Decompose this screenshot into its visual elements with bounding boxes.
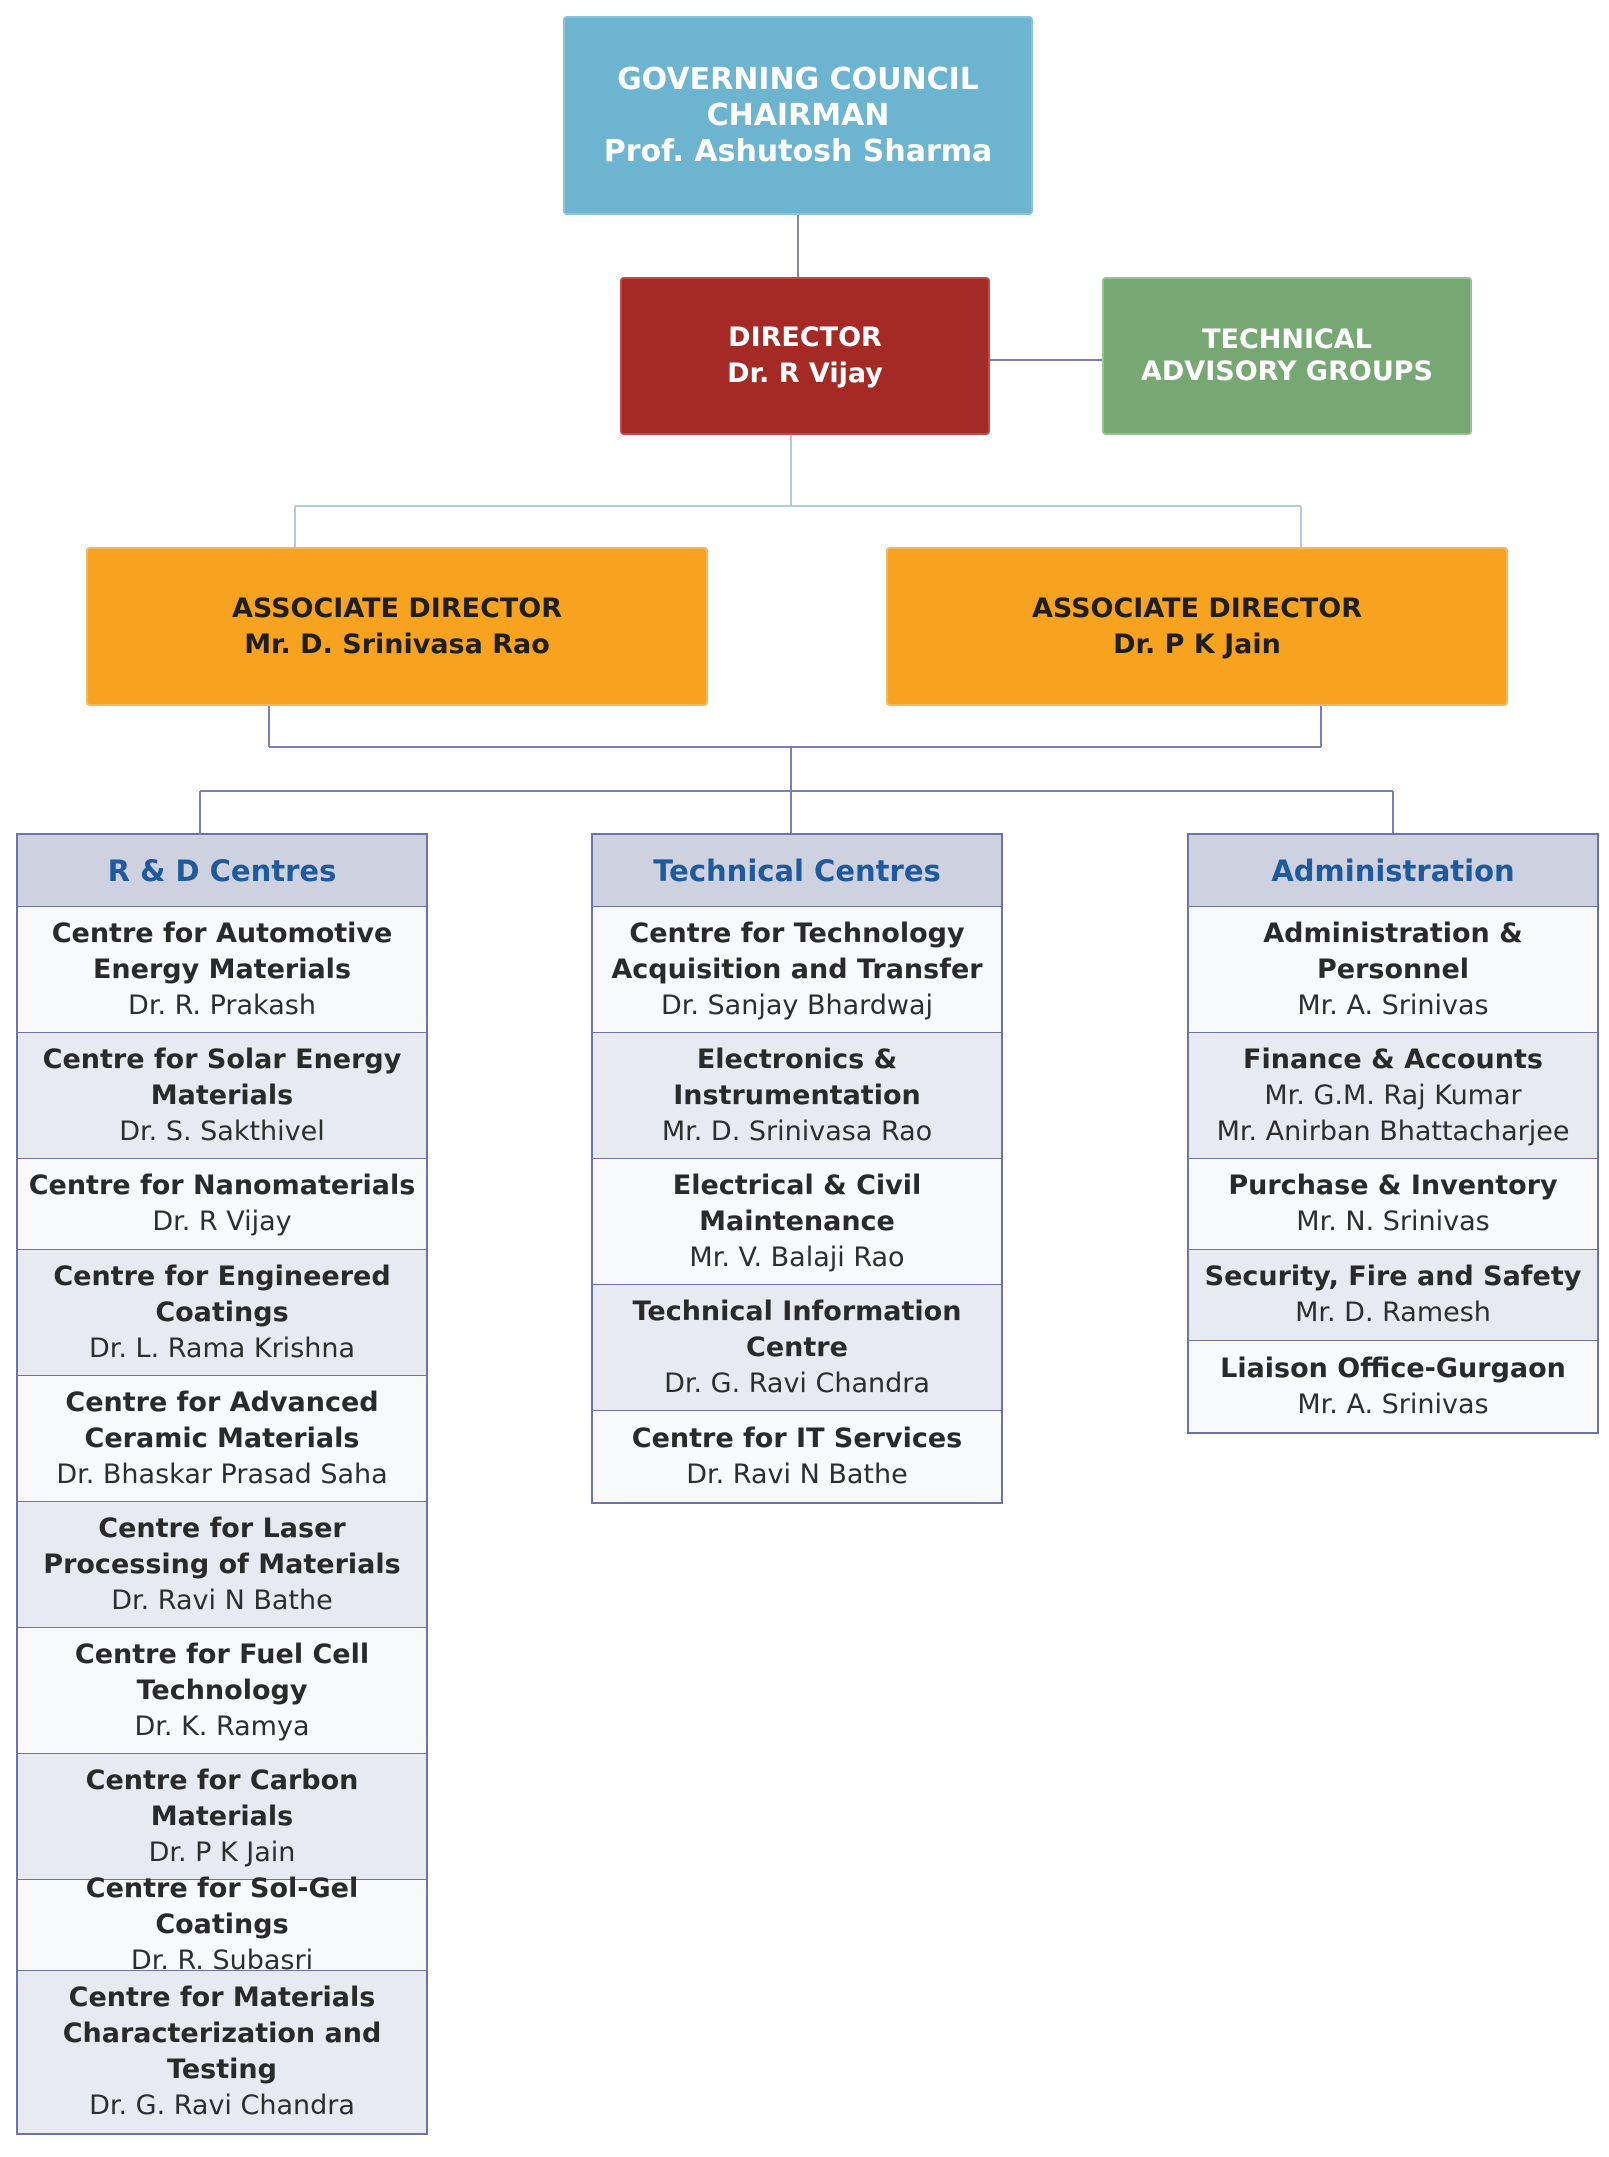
unit-head: Dr. R Vijay <box>152 1206 292 1237</box>
unit-head: Dr. L. Rama Krishna <box>88 1332 356 1364</box>
unit-title: Liaison Office-Gurgaon <box>1220 1352 1566 1384</box>
unit-head: Mr. D. Ramesh <box>1295 1297 1491 1328</box>
associate-director-name: Mr. D. Srinivasa Rao <box>244 628 550 660</box>
administration-column: Administration Administration & Personne… <box>1187 833 1599 1434</box>
list-item: Liaison Office-Gurgaon Mr. A. Srinivas <box>1189 1341 1597 1432</box>
director-box: DIRECTOR Dr. R Vijay <box>620 277 990 435</box>
unit-title: Administration & Personnel <box>1263 917 1523 985</box>
technical-centres-heading: Technical Centres <box>593 835 1001 907</box>
list-item: Centre for Advanced Ceramic Materials Dr… <box>18 1376 426 1502</box>
unit-title: Security, Fire and Safety <box>1204 1261 1582 1292</box>
unit-title: Centre for Advanced Ceramic Materials <box>65 1386 379 1454</box>
unit-head: Dr. Bhaskar Prasad Saha <box>56 1458 388 1490</box>
unit-title: Centre for Carbon Materials <box>85 1764 359 1832</box>
unit-title: Centre for Fuel Cell Technology <box>74 1638 370 1706</box>
list-item: Centre for Automotive Energy Materials D… <box>18 907 426 1033</box>
associate-director-box: ASSOCIATE DIRECTOR Dr. P K Jain <box>886 547 1508 706</box>
list-item: Centre for Carbon Materials Dr. P K Jain <box>18 1754 426 1880</box>
unit-title: Centre for Solar Energy Materials <box>42 1043 402 1111</box>
associate-director-title: ASSOCIATE DIRECTOR <box>1031 592 1363 624</box>
unit-title: Centre for Technology Acquisition and Tr… <box>611 917 983 985</box>
unit-head: Dr. P K Jain <box>148 1836 296 1868</box>
rd-centres-column: R & D Centres Centre for Automotive Ener… <box>16 833 428 2135</box>
administration-heading: Administration <box>1189 835 1597 907</box>
unit-head: Mr. D. Srinivasa Rao <box>661 1115 933 1147</box>
technical-centres-column: Technical Centres Centre for Technology … <box>591 833 1003 1504</box>
list-item: Centre for Laser Processing of Materials… <box>18 1502 426 1628</box>
associate-director-name: Dr. P K Jain <box>1113 628 1281 660</box>
governing-council-line1: GOVERNING COUNCIL <box>617 61 979 97</box>
unit-title: Centre for Materials Characterization an… <box>62 1982 382 2085</box>
list-item: Centre for Engineered Coatings Dr. L. Ra… <box>18 1250 426 1376</box>
unit-head: Dr. G. Ravi Chandra <box>89 2090 355 2121</box>
unit-head: Mr. V. Balaji Rao <box>689 1241 905 1273</box>
unit-title: Finance & Accounts <box>1243 1043 1543 1075</box>
unit-title: Technical Information Centre <box>632 1295 962 1363</box>
director-name: Dr. R Vijay <box>727 358 883 389</box>
unit-head: Mr. N. Srinivas <box>1296 1206 1490 1237</box>
associate-director-title: ASSOCIATE DIRECTOR <box>231 592 563 624</box>
governing-council-chairman-name: Prof. Ashutosh Sharma <box>603 133 993 169</box>
technical-advisory-label: TECHNICAL ADVISORY GROUPS <box>1141 324 1433 387</box>
unit-title: Centre for Automotive Energy Materials <box>51 917 393 985</box>
list-item: Centre for Fuel Cell Technology Dr. K. R… <box>18 1628 426 1754</box>
unit-head: Dr. Ravi N Bathe <box>686 1458 908 1490</box>
unit-head: Dr. G. Ravi Chandra <box>664 1367 930 1399</box>
unit-head: Dr. S. Sakthivel <box>119 1115 325 1147</box>
list-item: Centre for Materials Characterization an… <box>18 1971 426 2133</box>
associate-director-box: ASSOCIATE DIRECTOR Mr. D. Srinivasa Rao <box>86 547 708 706</box>
list-item: Centre for Sol-Gel Coatings Dr. R. Subas… <box>18 1873 426 1976</box>
list-item: Administration & Personnel Mr. A. Sriniv… <box>1189 907 1597 1033</box>
unit-title: Centre for Laser Processing of Materials <box>43 1512 401 1580</box>
unit-head: Dr. R. Subasri <box>130 1945 314 1976</box>
list-item: Centre for Technology Acquisition and Tr… <box>593 907 1001 1033</box>
list-item: Finance & Accounts Mr. G.M. Raj Kumar Mr… <box>1189 1033 1597 1159</box>
unit-head: Mr. G.M. Raj Kumar <box>1264 1079 1522 1111</box>
list-item: Electrical & Civil Maintenance Mr. V. Ba… <box>593 1159 1001 1285</box>
unit-title: Electronics & Instrumentation <box>673 1043 921 1111</box>
unit-head: Mr. Anirban Bhattacharjee <box>1216 1115 1570 1147</box>
unit-title: Centre for Sol-Gel Coatings <box>85 1873 359 1940</box>
unit-head: Dr. K. Ramya <box>134 1710 310 1742</box>
list-item: Centre for IT Services Dr. Ravi N Bathe <box>593 1411 1001 1502</box>
unit-head: Mr. A. Srinivas <box>1297 1388 1489 1420</box>
list-item: Centre for Solar Energy Materials Dr. S.… <box>18 1033 426 1159</box>
rd-centres-heading: R & D Centres <box>18 835 426 907</box>
unit-title: Electrical & Civil Maintenance <box>672 1169 922 1237</box>
unit-title: Centre for Engineered Coatings <box>53 1260 391 1328</box>
governing-council-line2: CHAIRMAN <box>706 97 890 133</box>
list-item: Security, Fire and Safety Mr. D. Ramesh <box>1189 1250 1597 1341</box>
unit-title: Centre for Nanomaterials <box>28 1170 416 1201</box>
list-item: Technical Information Centre Dr. G. Ravi… <box>593 1285 1001 1411</box>
unit-title: Centre for IT Services <box>631 1422 963 1454</box>
list-item: Purchase & Inventory Mr. N. Srinivas <box>1189 1159 1597 1250</box>
director-title: DIRECTOR <box>728 322 882 353</box>
unit-title: Purchase & Inventory <box>1228 1170 1558 1201</box>
unit-head: Dr. Sanjay Bhardwaj <box>660 989 934 1021</box>
unit-head: Dr. Ravi N Bathe <box>111 1584 333 1616</box>
technical-advisory-groups-box: TECHNICAL ADVISORY GROUPS <box>1102 277 1472 435</box>
list-item: Electronics & Instrumentation Mr. D. Sri… <box>593 1033 1001 1159</box>
list-item: Centre for Nanomaterials Dr. R Vijay <box>18 1159 426 1250</box>
unit-head: Dr. R. Prakash <box>128 989 316 1021</box>
governing-council-box: GOVERNING COUNCIL CHAIRMAN Prof. Ashutos… <box>563 16 1033 215</box>
unit-head: Mr. A. Srinivas <box>1297 989 1489 1021</box>
